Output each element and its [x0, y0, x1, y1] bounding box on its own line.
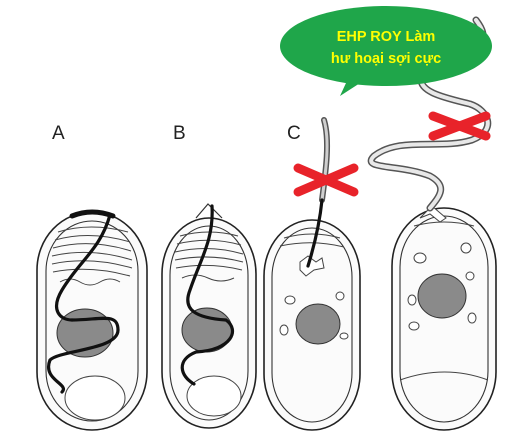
- spore-b: B: [161, 123, 257, 429]
- panel-label-b: B: [173, 123, 186, 144]
- spore-a-polaroplast: [51, 226, 133, 286]
- spore-a-posterior-vacuole: [64, 375, 126, 421]
- callout-line-1: EHP ROY Làm: [337, 29, 436, 45]
- callout-line-2: hư hoại sợi cực: [331, 51, 441, 67]
- spore-c-inner-wall: [271, 227, 353, 423]
- cross-mark-d: [428, 111, 491, 141]
- callout-bubble: EHP ROY Làm hư hoại sợi cực: [280, 6, 492, 96]
- spore-b-inner-wall: [169, 225, 249, 421]
- callout-body: [280, 6, 492, 86]
- panel-label-a: A: [52, 123, 65, 144]
- spore-c-polaroplast: [279, 233, 345, 248]
- panel-label-c: C: [287, 123, 301, 144]
- spore-a-polar-filament: [46, 213, 120, 394]
- spore-d-nucleus: [417, 273, 467, 319]
- spore-a: A: [36, 123, 148, 431]
- spore-a-inner-wall: [45, 220, 139, 422]
- spore-c-nucleus: [295, 303, 341, 345]
- spore-c: C: [263, 117, 361, 431]
- cross-mark-c: [293, 163, 359, 197]
- spore-b-polar-filament: [180, 204, 235, 386]
- spore-b-posterior-vacuole: [186, 375, 242, 417]
- spore-d-wall: [391, 207, 497, 431]
- spore-d-posterior-space: [399, 371, 489, 381]
- spore-b-extruded-tip: [195, 203, 223, 219]
- spore-c-polar-filament: [306, 198, 324, 268]
